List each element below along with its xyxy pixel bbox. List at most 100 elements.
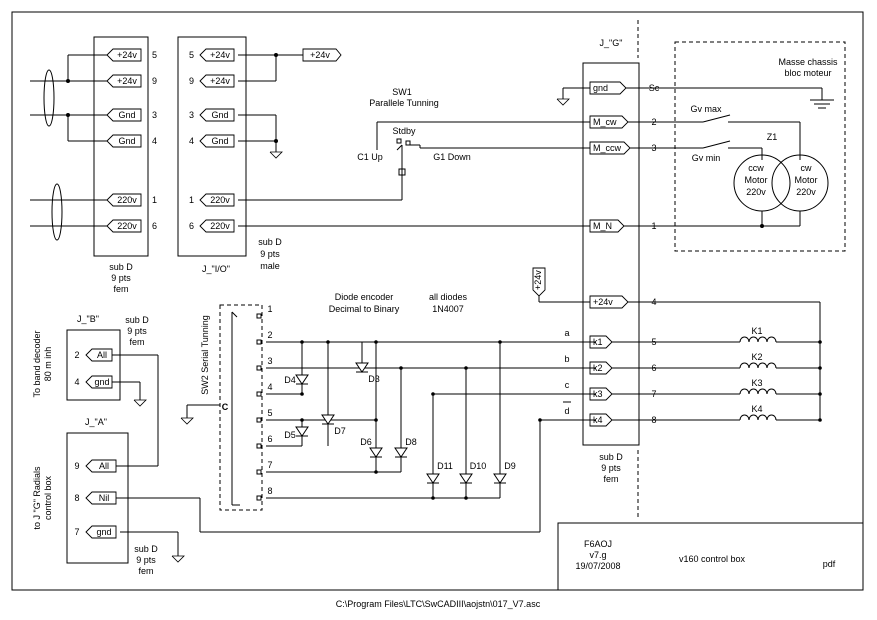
sw2-common: C	[222, 402, 229, 412]
subd-fem-pin-0: +24v	[106, 48, 142, 62]
sw1-switch: SW1 Parallele Tunning Stdby C1 Up G1 Dow…	[357, 87, 596, 176]
sw2-contact-3	[256, 391, 262, 397]
subd-fem-pin-2: Gnd	[106, 108, 142, 122]
subd-fem-pin-3-label: Gnd	[118, 136, 135, 146]
drawing-frame	[11, 11, 864, 591]
relay-label-3: K4	[751, 404, 762, 414]
diode-D3: D3	[355, 362, 380, 384]
jio-pin-5-label: 220v	[210, 221, 230, 231]
subd-fem-pin-num-4: 1	[152, 195, 157, 205]
motor-cw-2: Motor	[794, 175, 817, 185]
motor-frame-title-1: Masse chassis	[778, 57, 838, 67]
sw2-pos-0: 1	[267, 304, 272, 314]
jio-pin-0-label: +24v	[210, 50, 230, 60]
jio-pin-num-3: 4	[189, 136, 194, 146]
diode-label-0: D4	[284, 375, 296, 385]
relay-label-0: K1	[751, 326, 762, 336]
encoder-note2: 1N4007	[432, 304, 464, 314]
subd-fem-pin-4-label: 220v	[117, 195, 137, 205]
j-io-title: J_"I/O"	[202, 264, 230, 274]
motor-cw-1: cw	[801, 163, 813, 173]
j-a-caption-3: fem	[138, 566, 153, 576]
jb-pin-num-1: 4	[74, 377, 79, 387]
j-b-side-2: 80 m inh	[43, 347, 53, 382]
diode-D4: D4	[284, 374, 309, 385]
tb-format: pdf	[823, 559, 836, 569]
sw2-contact-5	[256, 443, 262, 449]
subd-fem-pin-5: 220v	[106, 219, 142, 233]
j-a-side-1: to J "G" Radials	[32, 466, 42, 529]
jg-pin-0-label: gnd	[593, 83, 608, 93]
j-b-connector: J_"B" sub D 9 pts fem To band decoder 80…	[32, 314, 159, 467]
sw1-c1up: C1 Up	[357, 152, 383, 162]
sw2-pos-1: 2	[267, 330, 272, 340]
jio-pin-4-label: 220v	[210, 195, 230, 205]
jio-out-label: +24v	[310, 50, 330, 60]
j-g-title: J_"G"	[600, 38, 623, 48]
sw2-contact-4	[256, 417, 262, 423]
subd-fem-caption-1: sub D	[109, 262, 133, 272]
jio-pin-num-5: 6	[189, 221, 194, 231]
j-g-caption-2: 9 pts	[601, 463, 621, 473]
tb-author: F6AOJ	[584, 539, 612, 549]
subd-fem-pin-4: 220v	[106, 193, 142, 207]
subd-fem-pin-num-0: 5	[152, 50, 157, 60]
j-io-wiring: +24v	[238, 48, 596, 227]
sw2-contact-1	[256, 339, 262, 345]
jio-pin-num-2: 3	[189, 110, 194, 120]
relay-label-2: K3	[751, 378, 762, 388]
jb-pin-1: gnd	[85, 375, 113, 389]
diode-D7: D7	[321, 414, 346, 436]
jio-pin-1: +24v	[199, 74, 235, 88]
gv-min-label: Gv min	[692, 153, 721, 163]
jio-pin-2: Gnd	[199, 108, 235, 122]
jio-pin-num-0: 5	[189, 50, 194, 60]
diode-D5: D5	[284, 426, 309, 440]
j-a-title: J_"A"	[85, 417, 107, 427]
jb-pin-0-label: All	[97, 350, 107, 360]
jb-pin-num-0: 2	[74, 350, 79, 360]
jio-pin-2-label: Gnd	[211, 110, 228, 120]
motor-frame-title-2: bloc moteur	[784, 68, 831, 78]
subd-fem-caption-3: fem	[113, 284, 128, 294]
diode-label-4: D6	[360, 437, 372, 447]
j-g-caption-3: fem	[603, 474, 618, 484]
relay-coil-0: K1	[739, 326, 822, 348]
jio-pin-num-4: 1	[189, 195, 194, 205]
j-io-caption-2: 9 pts	[260, 249, 280, 259]
title-block: F6AOJ v7.g 19/07/2008 v160 control box p…	[557, 522, 863, 590]
sw1-g1down: G1 Down	[433, 152, 471, 162]
jg-pin-3-label: M_N	[593, 221, 612, 231]
j-b-side-1: To band decoder	[32, 330, 42, 397]
jb-pin-1-label: gnd	[94, 377, 109, 387]
ja-pin-1-label: Nil	[99, 493, 110, 503]
ja-pin-0: All	[85, 459, 117, 473]
jb-pin-0: All	[85, 348, 113, 362]
jg-pin-1-label: M_cw	[593, 117, 617, 127]
diode-label-1: D3	[368, 374, 380, 384]
encoder-title: Diode encoder	[335, 292, 394, 302]
subd-fem-pin-num-2: 3	[152, 110, 157, 120]
subd-fem-pin-0-label: +24v	[117, 50, 137, 60]
jg-pin-7-label: k3	[593, 389, 603, 399]
jio-pin-4: 220v	[199, 193, 235, 207]
sw2-contact-0	[256, 313, 262, 319]
subd-fem-pin-1-label: +24v	[117, 76, 137, 86]
sw1-title: SW1	[392, 87, 412, 97]
diode-D6: D6	[360, 437, 383, 458]
jg-pin-8-label: k4	[593, 415, 603, 425]
j-io-caption-1: sub D	[258, 237, 282, 247]
diode-label-5: D8	[405, 437, 417, 447]
j-b-caption-1: sub D	[125, 315, 149, 325]
motor-block: Masse chassis bloc moteur Gv max Gv min …	[632, 41, 846, 252]
diode-label-8: D9	[504, 461, 516, 471]
ja-pin-0-label: All	[99, 461, 109, 471]
subd-fem-pin-3: Gnd	[106, 134, 142, 148]
j-a-side-2: control box	[43, 475, 53, 520]
subd-fem-caption-2: 9 pts	[111, 273, 131, 283]
input-cables	[30, 54, 107, 241]
sw2-pos-3: 4	[267, 382, 272, 392]
tb-date: 19/07/2008	[575, 561, 620, 571]
